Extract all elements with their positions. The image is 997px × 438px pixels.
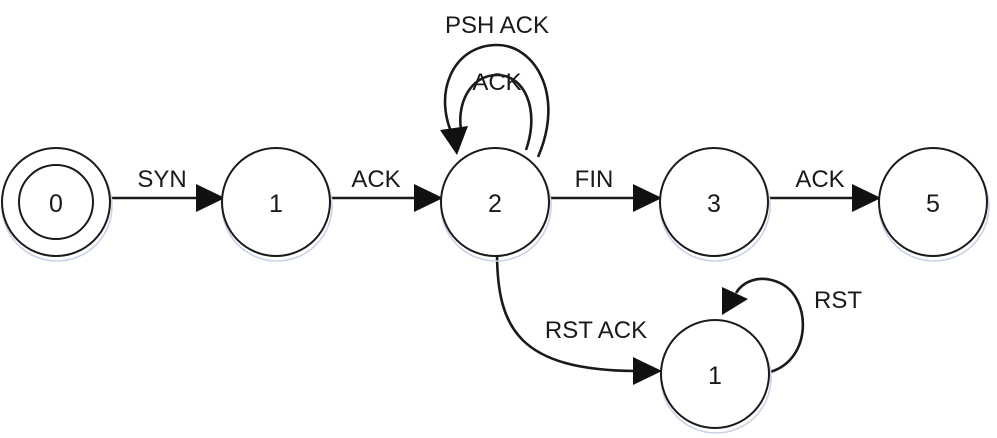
state-node-1-bottom: 1 [660,319,772,434]
edge-0-to-1 [112,184,225,212]
edge-label-ack-self: ACK [472,69,521,96]
arrowhead-icon [414,184,443,212]
state-label-2: 2 [488,190,502,218]
state-node-2: 2 [440,147,552,262]
state-label-1-bottom: 1 [708,362,722,390]
edge-2-to-1b [495,251,662,385]
edge-1-to-2 [332,184,443,212]
state-node-3: 3 [659,147,771,262]
edge-label-psh-ack: PSH ACK [445,12,549,39]
edge-label-ack-3-5: ACK [795,166,844,193]
arrowhead-icon [633,357,662,385]
arrowhead-icon [440,126,468,155]
state-label-0: 0 [49,190,63,218]
edge-1b-self-loop [722,277,805,374]
arrowhead-icon [633,184,662,212]
edge-label-fin: FIN [575,166,614,193]
edge-3-to-5 [770,184,881,212]
edge-2-self-loop [440,43,550,158]
edge-label-rst-ack: RST ACK [545,317,647,344]
edge-label-ack-1-2: ACK [351,166,400,193]
state-label-3: 3 [707,190,721,218]
edge-2-to-3 [551,184,662,212]
state-label-5: 5 [926,190,940,218]
arrowhead-icon [852,184,881,212]
edge-label-rst: RST [814,287,862,314]
state-node-0: 0 [1,147,113,262]
state-node-5: 5 [878,147,990,262]
state-node-1: 1 [221,147,333,262]
arrowhead-icon [196,184,225,212]
edge-label-syn: SYN [137,166,186,193]
state-label-1: 1 [269,190,283,218]
arrowhead-icon [722,287,748,315]
